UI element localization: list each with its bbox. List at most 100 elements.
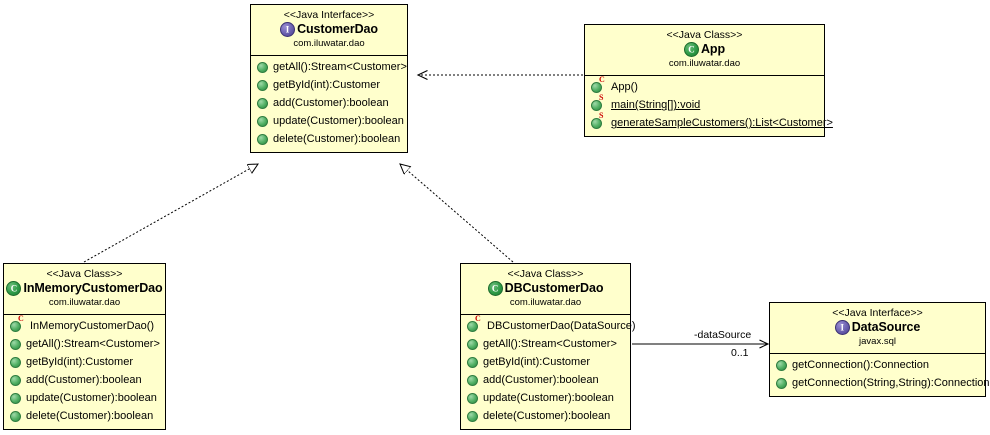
- class-name-label: DBCustomerDao: [504, 281, 604, 296]
- method-icon: [467, 339, 478, 351]
- class-icon: [684, 42, 699, 58]
- static-badge: S: [599, 93, 604, 103]
- member-label: InMemoryCustomerDao(): [30, 320, 155, 333]
- member-label: delete(Customer):boolean: [483, 410, 611, 423]
- method-icon: [10, 339, 21, 351]
- class-icon: [6, 281, 22, 297]
- method-icon: [467, 375, 478, 387]
- class-name-label: CustomerDao: [297, 22, 378, 37]
- class-icon: [487, 281, 503, 297]
- member-row[interactable]: update(Customer):boolean: [4, 390, 165, 408]
- member-label: delete(Customer):boolean: [26, 410, 154, 423]
- package-label: com.iluwatar.dao: [48, 297, 121, 309]
- member-label: main(String[]):void: [611, 99, 701, 112]
- members-app: C App() S main(String[]):void S generate…: [585, 76, 833, 136]
- method-icon: C: [10, 315, 24, 333]
- member-row[interactable]: delete(Customer):boolean: [251, 131, 407, 149]
- method-icon: [10, 375, 21, 387]
- method-icon: [10, 357, 21, 369]
- constructor-badge: C: [475, 314, 481, 324]
- association-multiplicity-label: 0..1: [731, 347, 749, 359]
- member-label: getConnection():Connection: [792, 359, 929, 372]
- method-icon: [467, 357, 478, 369]
- class-header-customerdao: <<Java Interface>> CustomerDao com.iluwa…: [251, 5, 407, 55]
- member-row[interactable]: getConnection():Connection: [770, 357, 985, 375]
- class-header-dbcustomerdao: <<Java Class>> DBCustomerDao com.iluwata…: [461, 264, 630, 314]
- association-role-label: -dataSource: [694, 329, 752, 341]
- member-row[interactable]: getAll():Stream<Customer>: [251, 59, 407, 77]
- member-label: getAll():Stream<Customer>: [273, 61, 407, 74]
- member-label: add(Customer):boolean: [273, 97, 389, 110]
- divider: [251, 54, 407, 56]
- members-customerdao: getAll():Stream<Customer> getById(int):C…: [251, 56, 407, 152]
- member-row[interactable]: getConnection(String,String):Connection: [770, 375, 990, 393]
- member-row[interactable]: delete(Customer):boolean: [4, 408, 165, 426]
- method-icon: [257, 80, 268, 92]
- member-label: update(Customer):boolean: [273, 115, 404, 128]
- member-label: getById(int):Customer: [273, 79, 380, 92]
- stereotype-label: <<Java Class>>: [46, 268, 123, 280]
- member-row[interactable]: update(Customer):boolean: [251, 113, 407, 131]
- member-row[interactable]: C InMemoryCustomerDao(): [4, 315, 165, 336]
- member-row[interactable]: add(Customer):boolean: [4, 372, 165, 390]
- class-name-label: DataSource: [851, 320, 921, 335]
- package-label: com.iluwatar.dao: [293, 38, 365, 50]
- class-box-inmemorycustomerdao[interactable]: <<Java Class>> InMemoryCustomerDao com.i…: [3, 263, 166, 430]
- member-label: delete(Customer):boolean: [273, 133, 401, 146]
- member-row[interactable]: getAll():Stream<Customer>: [4, 336, 165, 354]
- interface-icon: [834, 320, 850, 336]
- method-icon: [257, 62, 268, 74]
- member-label: getAll():Stream<Customer>: [483, 338, 617, 351]
- divider: [585, 74, 824, 76]
- class-header-app: <<Java Class>> App com.iluwatar.dao: [585, 25, 824, 75]
- member-row[interactable]: S generateSampleCustomers():List<Custome…: [585, 112, 833, 133]
- method-icon: [467, 393, 478, 405]
- member-label: getById(int):Customer: [483, 356, 590, 369]
- method-icon: C: [591, 76, 605, 94]
- member-label: getById(int):Customer: [26, 356, 133, 369]
- class-box-dbcustomerdao[interactable]: <<Java Class>> DBCustomerDao com.iluwata…: [460, 263, 636, 430]
- member-row[interactable]: getAll():Stream<Customer>: [461, 336, 630, 354]
- edge-dbcustomerdao-realizes-customerdao: [400, 164, 514, 263]
- member-row[interactable]: getById(int):Customer: [251, 77, 407, 95]
- member-row[interactable]: getById(int):Customer: [461, 354, 630, 372]
- member-label: add(Customer):boolean: [26, 374, 142, 387]
- divider: [4, 313, 165, 315]
- member-label: getConnection(String,String):Connection: [792, 377, 990, 390]
- method-icon: S: [591, 112, 603, 130]
- members-dbcustomerdao: C DBCustomerDao(DataSource) getAll():Str…: [461, 315, 636, 429]
- class-box-customerdao[interactable]: <<Java Interface>> CustomerDao com.iluwa…: [250, 4, 408, 153]
- method-icon: S: [591, 94, 603, 112]
- class-name-label: InMemoryCustomerDao: [23, 281, 163, 296]
- stereotype-label: <<Java Interface>>: [832, 307, 923, 319]
- class-box-datasource[interactable]: <<Java Interface>> DataSource javax.sql …: [769, 302, 990, 397]
- method-icon: [257, 134, 268, 146]
- member-row[interactable]: add(Customer):boolean: [461, 372, 630, 390]
- member-row[interactable]: S main(String[]):void: [585, 94, 824, 115]
- member-label: update(Customer):boolean: [26, 392, 157, 405]
- members-datasource: getConnection():Connection getConnection…: [770, 354, 990, 396]
- member-row[interactable]: getById(int):Customer: [4, 354, 165, 372]
- member-label: generateSampleCustomers():List<Customer>: [611, 117, 833, 130]
- members-inmemorycustomerdao: C InMemoryCustomerDao() getAll():Stream<…: [4, 315, 165, 429]
- member-row[interactable]: delete(Customer):boolean: [461, 408, 630, 426]
- class-box-app[interactable]: <<Java Class>> App com.iluwatar.dao C Ap…: [584, 24, 833, 137]
- member-row[interactable]: update(Customer):boolean: [461, 390, 630, 408]
- member-label: getAll():Stream<Customer>: [26, 338, 160, 351]
- static-badge: S: [599, 111, 604, 121]
- method-icon: [776, 360, 787, 372]
- method-icon: [467, 411, 478, 423]
- method-icon: [10, 393, 21, 405]
- method-icon: [257, 116, 268, 128]
- constructor-badge: C: [18, 314, 24, 324]
- constructor-badge: C: [599, 75, 605, 85]
- member-row[interactable]: C DBCustomerDao(DataSource): [461, 315, 636, 336]
- method-icon: [10, 411, 21, 423]
- stereotype-label: <<Java Class>>: [507, 268, 584, 280]
- package-label: com.iluwatar.dao: [509, 297, 582, 309]
- method-icon: C: [467, 315, 481, 333]
- member-row[interactable]: C App(): [585, 76, 824, 97]
- member-row[interactable]: add(Customer):boolean: [251, 95, 407, 113]
- stereotype-label: <<Java Interface>>: [283, 9, 375, 21]
